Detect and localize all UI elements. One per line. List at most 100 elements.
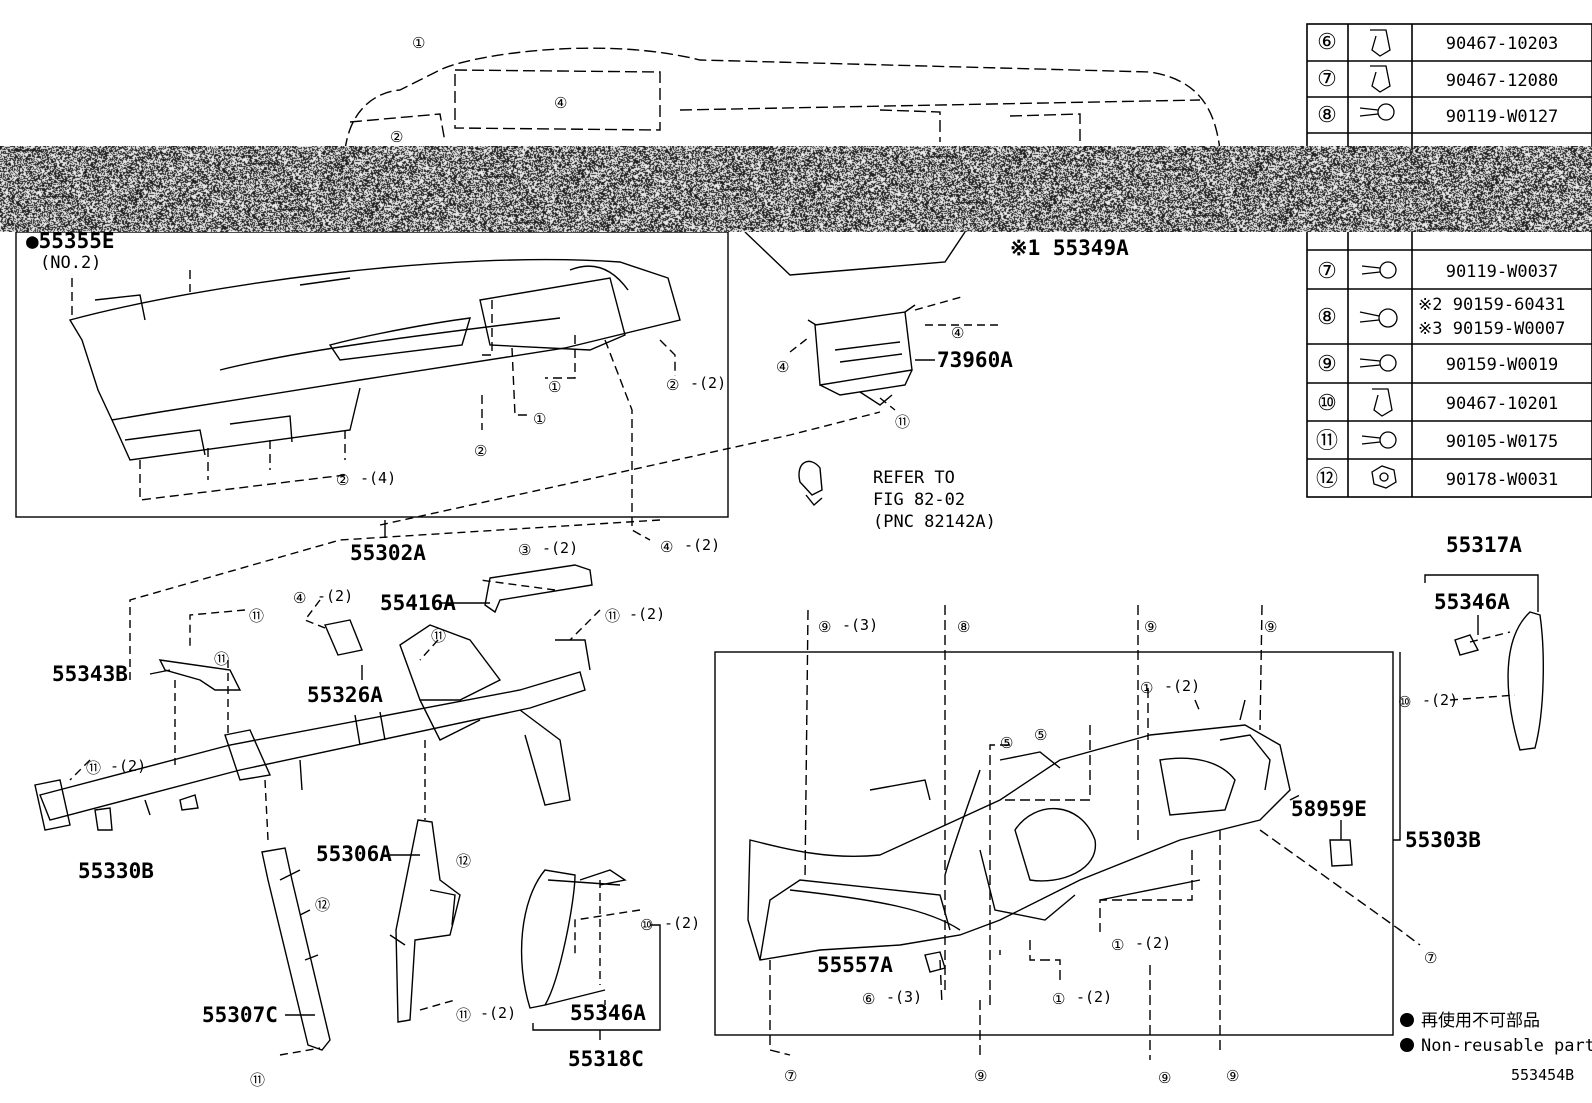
screw-icon [1359,308,1398,328]
part-label-55306A: 55306A [316,842,392,866]
brace-drawing [261,819,461,1051]
callout: ⑨ [1158,1069,1171,1087]
callout: ⑨ [1226,1067,1239,1085]
callout-qty: -(2) [542,539,578,557]
callout: ⑤ [1034,726,1047,744]
upper-pad-frame [15,231,729,518]
noise-band [0,146,1592,232]
nut-icon [1371,465,1397,489]
part-label-55346A-lower: 55346A [570,1001,646,1025]
callout-qty: -(3) [886,988,922,1006]
screw-icon [1359,354,1397,372]
legend: 再使用不可部品 Non-reusable part 553454B [1400,1010,1592,1084]
table-bottom-row1-num: ⑦ [1317,259,1337,284]
legend-marker-icon [1400,1013,1414,1027]
part-label-55326A: 55326A [307,683,383,707]
bracket-55317A [1424,574,1539,612]
table-bottom-row2-part2: ※3 90159-W0007 [1418,319,1565,339]
label-leaders [149,359,935,1040]
table-top-row2-num: ⑦ [1317,67,1337,92]
callouts: ① ④ ② ④ ① ① ② ② ② ④ ⑪ ④ ③ ④ ⑪ ⑪ ⑪ ⑪ ⑪ ⑫ … [86,34,1458,1089]
parts-table-bottom [1306,224,1592,498]
airbag-module-drawing [807,304,916,406]
table-bottom-row2-num: ⑧ [1317,305,1337,330]
part-label-73960A: 73960A [937,348,1013,372]
callout: ⑦ [784,1067,797,1085]
part-label-58959E: 58959E [1291,797,1367,821]
callout-qty: -(2) [317,587,353,605]
callout-qty: -(2) [110,757,146,775]
callout: ⑥ [862,990,875,1008]
clip-58959E-icon [1329,839,1353,867]
table-top-row3-part: 90119-W0127 [1446,107,1559,127]
callout-qty: -(2) [690,374,726,392]
side-cover-drawing [1454,611,1544,751]
callout: ③ [518,541,531,559]
brace-leaders [279,999,456,1056]
table-top-row3-num: ⑧ [1317,103,1337,128]
table-top-row2-part: 90467-12080 [1446,71,1559,91]
instrument-panel-outline [344,47,1221,151]
callout: ⑪ [431,627,446,645]
leader-55303B [1393,652,1401,841]
callout: ⑪ [86,759,101,777]
upper-pad-drawing [68,258,681,461]
clip-icon [1372,388,1393,417]
legend-marker-icon [1400,1038,1414,1052]
callout: ⑧ [957,618,970,636]
clip-55557A-icon [924,951,946,973]
callout: ⑪ [250,1071,265,1089]
table-bottom-row2-part: ※2 90159-60431 [1418,295,1565,315]
callout: ① [533,410,546,428]
part-label-no2: (NO.2) [40,253,101,273]
part-label-55330B: 55330B [78,859,154,883]
table-bottom-row1-part: 90119-W0037 [1446,262,1559,282]
bracket-55318C [532,924,661,1031]
table-top-row1-num: ⑥ [1317,30,1337,55]
part-label-55346A-upper: 55346A [1434,590,1510,614]
lower-cover-drawing [520,869,627,1009]
lower-panel-leaders [769,604,1421,1060]
legend-en: Non-reusable part [1421,1036,1592,1056]
bolt-icon [1361,431,1397,449]
reinforcement-drawing [34,564,593,831]
callout-qty: -(2) [1422,691,1458,709]
callout-qty: -(2) [480,1004,516,1022]
callout: ① [1140,679,1153,697]
callout: ① [1052,990,1065,1008]
callout: ④ [660,538,673,556]
clip-icon [1370,29,1391,57]
table-bottom-row5-num: ⑪ [1316,429,1338,454]
part-label-55355E: ●55355E [26,229,115,253]
callout: ⑪ [605,607,620,625]
part-label-55317A: 55317A [1446,533,1522,557]
callout: ⑩ [640,916,653,934]
bolt-icon [1361,261,1397,279]
callout: ⑨ [1144,618,1157,636]
callout: ⑤ [1000,734,1013,752]
callout: ⑪ [456,1006,471,1024]
table-top-row1-part: 90467-10203 [1446,34,1559,54]
refer-note-line1: REFER TO [873,468,955,488]
airbag-leaders [129,295,1000,680]
harness-clip-icon [798,460,823,507]
table-bottom-row4-num: ⑩ [1317,391,1337,416]
callout: ⑪ [895,413,910,431]
lower-cover-leaders [574,880,641,985]
callout: ⑨ [1264,618,1277,636]
table-bottom-row3-num: ⑨ [1317,352,1337,377]
table-bottom-row5-part: 90105-W0175 [1446,432,1559,452]
table-bottom-row6-num: ⑫ [1316,467,1338,492]
callout: ⑨ [818,618,831,636]
callout-qty: -(2) [629,605,665,623]
upper-pad-leaders [71,270,676,541]
part-label-55416A: 55416A [380,591,456,615]
part-label-55303B: 55303B [1405,828,1481,852]
lower-panel-drawing [747,699,1291,961]
reinforcement-leaders [69,579,601,841]
part-label-55302A: 55302A [350,541,426,565]
callout-qty: -(2) [1164,677,1200,695]
callout-qty: -(3) [842,616,878,634]
